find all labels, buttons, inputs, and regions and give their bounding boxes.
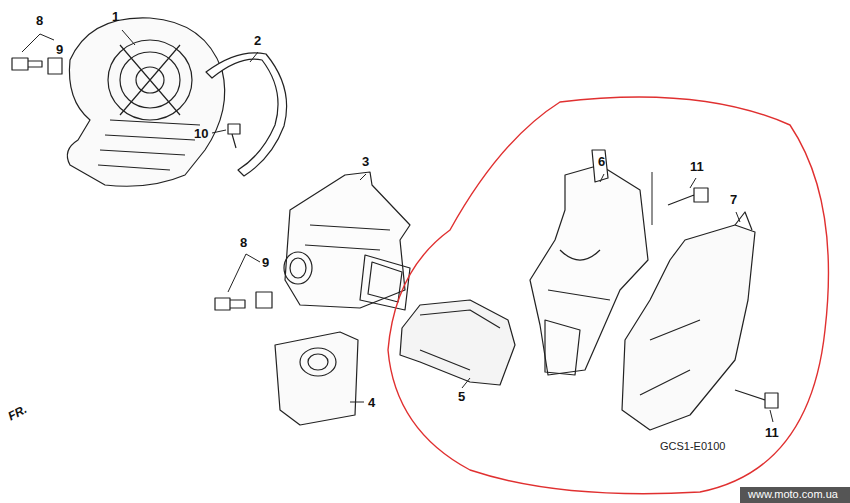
callout-number: 8 [36,14,43,27]
callout-number: 5 [458,390,465,403]
callout-number: 8 [240,236,247,249]
callout-number: 11 [765,426,779,439]
watermark: www.moto.com.ua [748,489,838,500]
callout-number: 7 [730,193,737,206]
callout-number: 4 [368,396,375,409]
callout-number: 9 [56,43,63,56]
direction-mark: FR. [6,403,29,423]
callout-number: 3 [362,155,369,168]
part-code: GCS1-E0100 [660,441,725,452]
callout-number: 1 [112,10,119,23]
callout-number: 9 [262,256,269,269]
callout-number: 10 [194,127,208,140]
callout-number: 6 [598,155,605,168]
callout-number: 2 [254,34,261,47]
callout-number: 11 [690,160,704,173]
